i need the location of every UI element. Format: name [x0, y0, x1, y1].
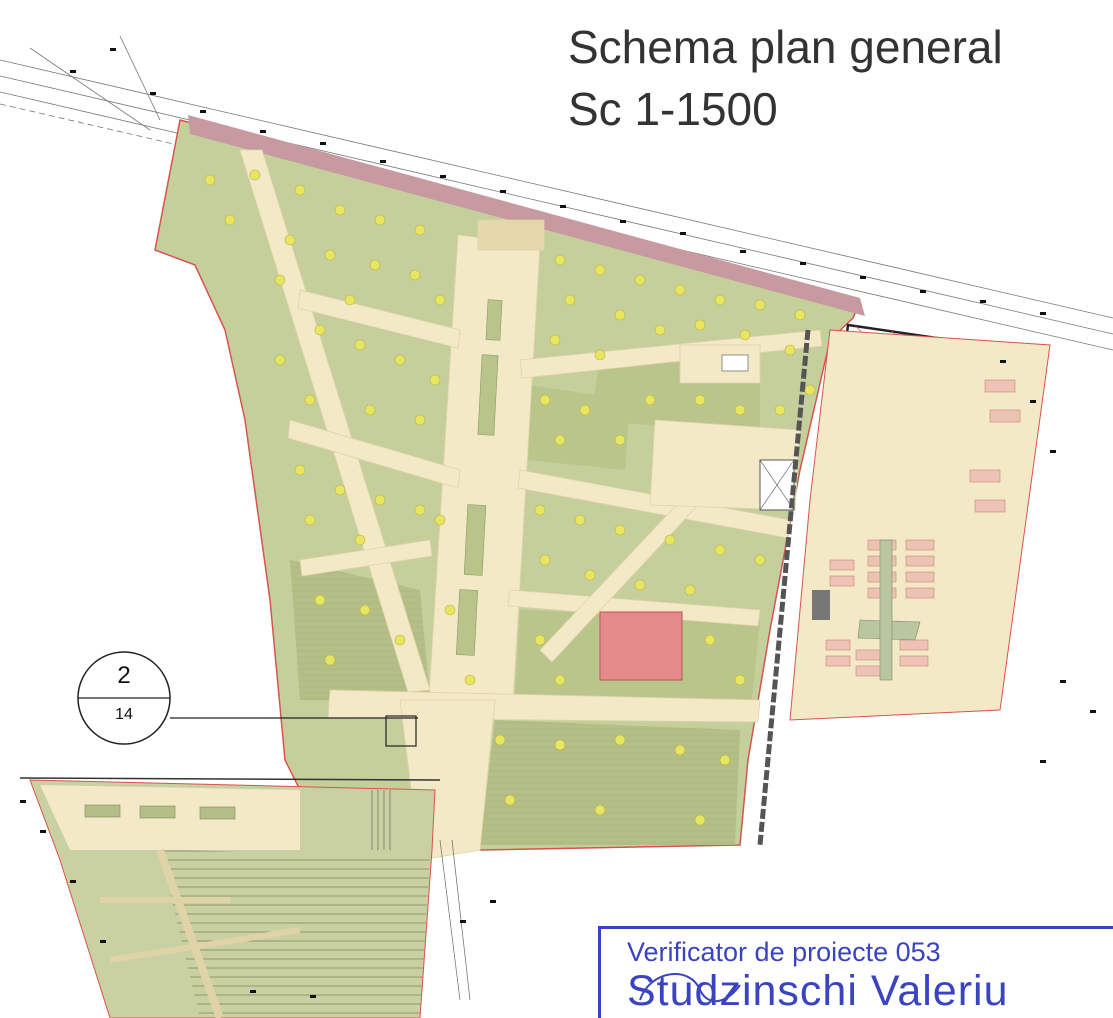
plan-scale: Sc 1-1500	[568, 83, 778, 135]
street-band	[188, 115, 865, 316]
parking-area	[757, 329, 1051, 846]
stamp-verifier-label: Verificator de proiecte 053	[627, 937, 941, 967]
plan-title: Schema plan general	[568, 21, 1003, 73]
playground	[599, 611, 683, 681]
verification-stamp: Verificator de proiecte 053 Studzinschi …	[598, 926, 1113, 1018]
section-cut	[77, 651, 418, 747]
signature-scribble	[639, 973, 741, 1003]
steps	[371, 790, 471, 1001]
section-callout-sheet: 14	[115, 706, 133, 723]
trees	[204, 169, 816, 826]
section-callout-number: 2	[117, 662, 131, 689]
stamp-verifier-name: Studzinschi Valeriu	[627, 967, 1009, 1015]
terrace-area	[19, 777, 441, 1018]
alley-lawn-strips	[455, 299, 503, 656]
survey-marks	[20, 48, 1096, 998]
